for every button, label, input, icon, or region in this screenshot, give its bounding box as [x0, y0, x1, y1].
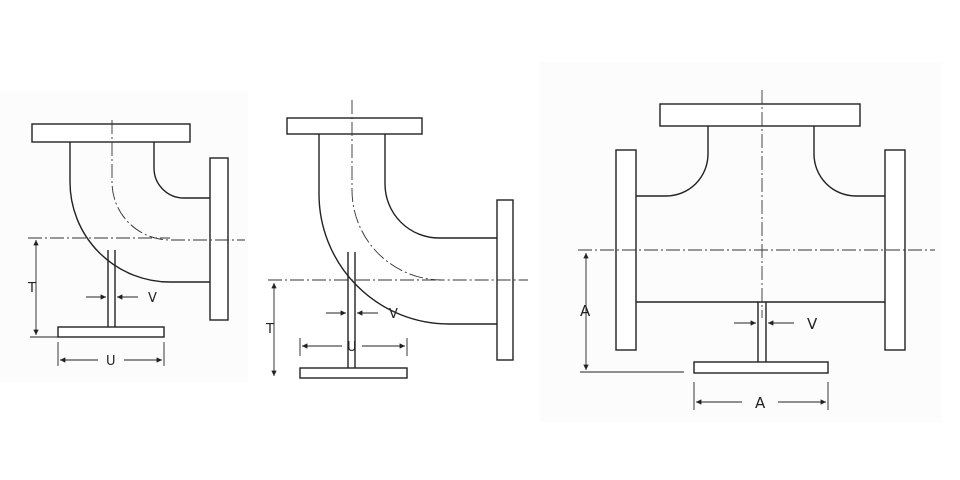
top-flange [286, 117, 423, 135]
figure-tee: A V A [578, 90, 935, 412]
figure-elbow-2: T V U [265, 100, 528, 379]
elbow-outer-wall [318, 134, 497, 325]
stand-base-plate [693, 361, 829, 374]
dim-a-horizontal-label: A [755, 394, 766, 412]
elbow-centerline [111, 120, 245, 241]
dim-t-label: T [265, 322, 274, 337]
dim-v-label: V [148, 291, 157, 306]
dim-v-label: V [389, 307, 398, 322]
figure-elbow-1: T V U [27, 120, 245, 369]
elbow-inner-wall [384, 134, 497, 239]
top-flange [31, 123, 191, 143]
dim-v-label: V [807, 315, 818, 333]
elbow-centerline [351, 100, 528, 281]
dim-u-label: U [106, 354, 116, 369]
dim-a-vertical-label: A [580, 302, 591, 320]
branch-right-wall [813, 126, 885, 197]
stand-base-plate [299, 367, 408, 379]
elbow-inner-wall [153, 142, 210, 199]
dim-t-label: T [27, 281, 36, 296]
top-flange [659, 103, 861, 127]
elbow-outer-wall [69, 142, 210, 283]
right-flange [209, 157, 229, 321]
dim-u-label: U [347, 340, 357, 355]
stand-base-plate [57, 326, 165, 338]
branch-left-wall [636, 126, 709, 197]
